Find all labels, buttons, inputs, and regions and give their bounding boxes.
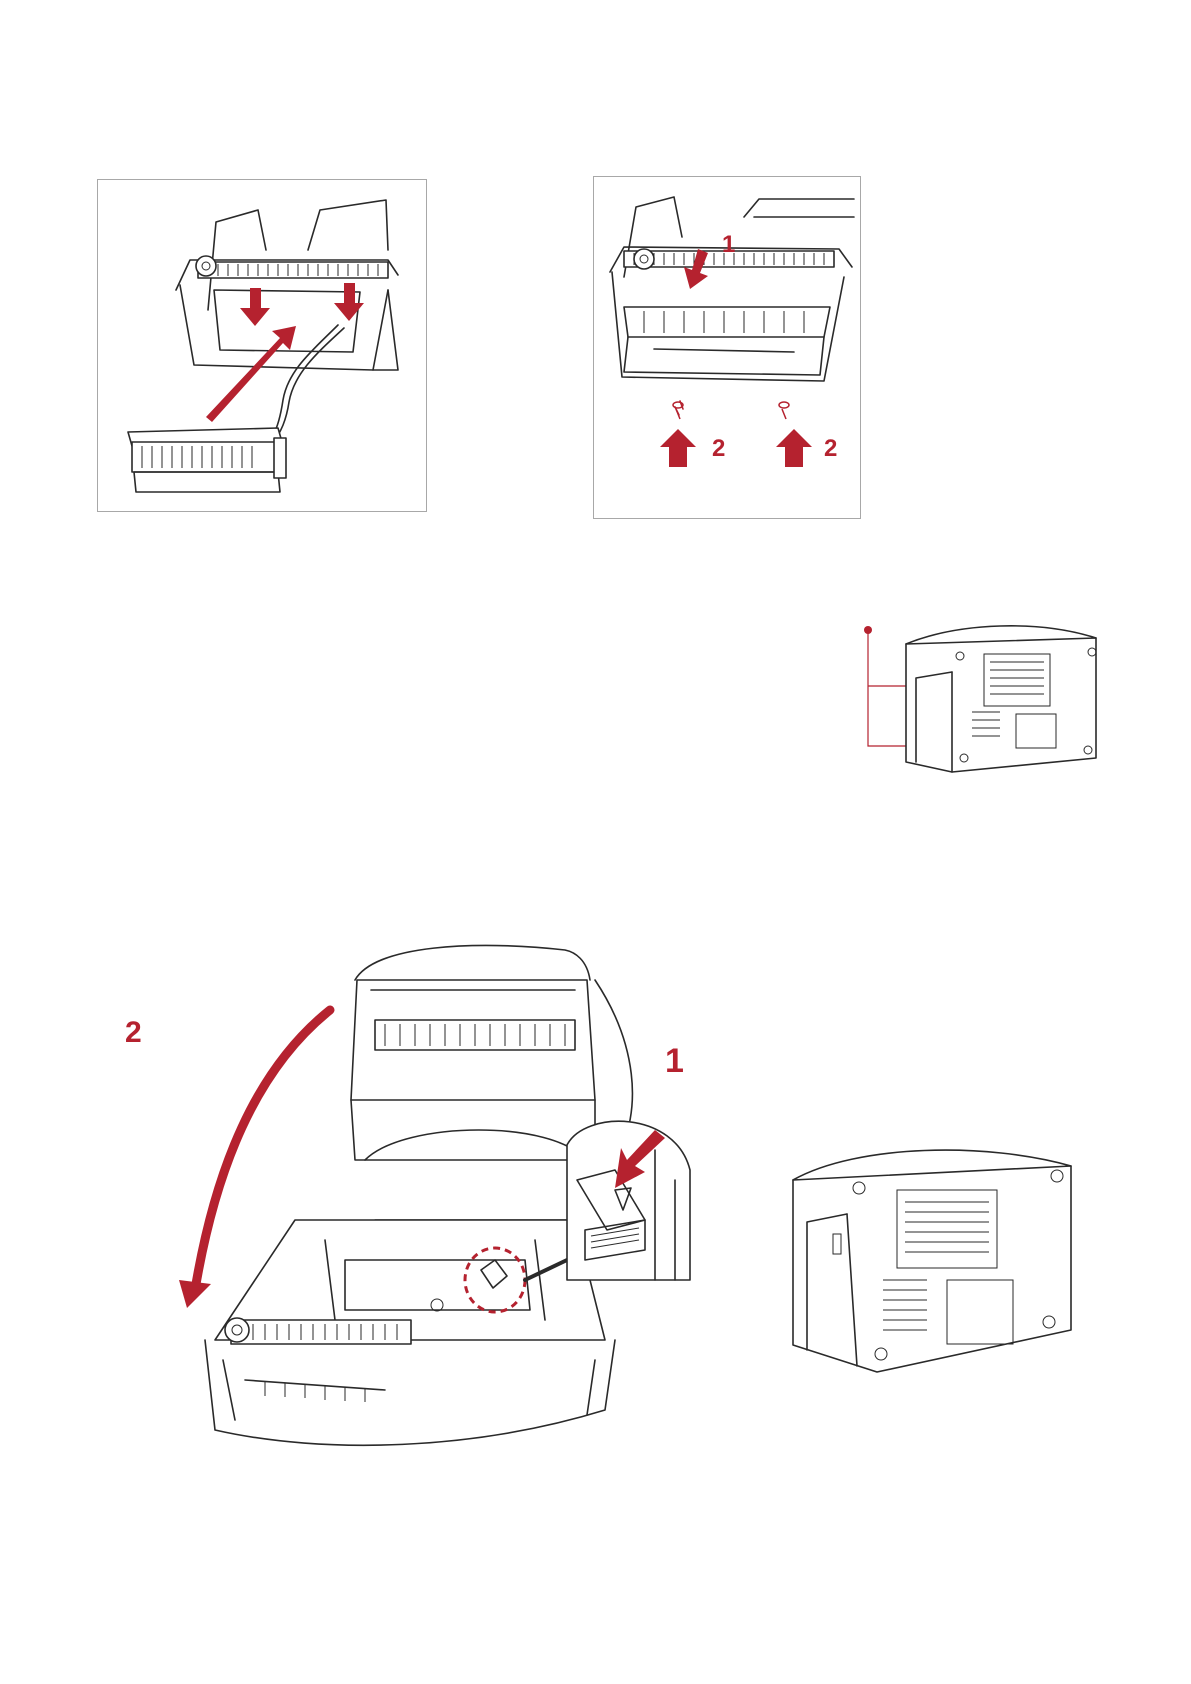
step-label-2: 2: [125, 1018, 142, 1048]
bottom-view-small-figure: [860, 622, 1110, 782]
step-label-1: 1: [665, 1044, 684, 1078]
printer-bottom-small-illustration-icon: [860, 622, 1110, 782]
step-label-2-right: 2: [824, 437, 837, 461]
step-label-1: 1: [722, 233, 735, 257]
cutter-module-illustration-icon: [98, 180, 426, 511]
bottom-view-large-figure: [787, 1140, 1077, 1380]
open-printer-figure: 1 2: [175, 920, 700, 1480]
cutter-install-figure: [97, 179, 427, 512]
printer-bottom-large-illustration-icon: [787, 1140, 1077, 1380]
cutter-screws-figure: 1 2 2: [593, 176, 861, 519]
cutter-screws-illustration-icon: [594, 177, 860, 518]
printer-open-illustration-icon: [175, 920, 700, 1480]
step-label-2-left: 2: [712, 437, 725, 461]
